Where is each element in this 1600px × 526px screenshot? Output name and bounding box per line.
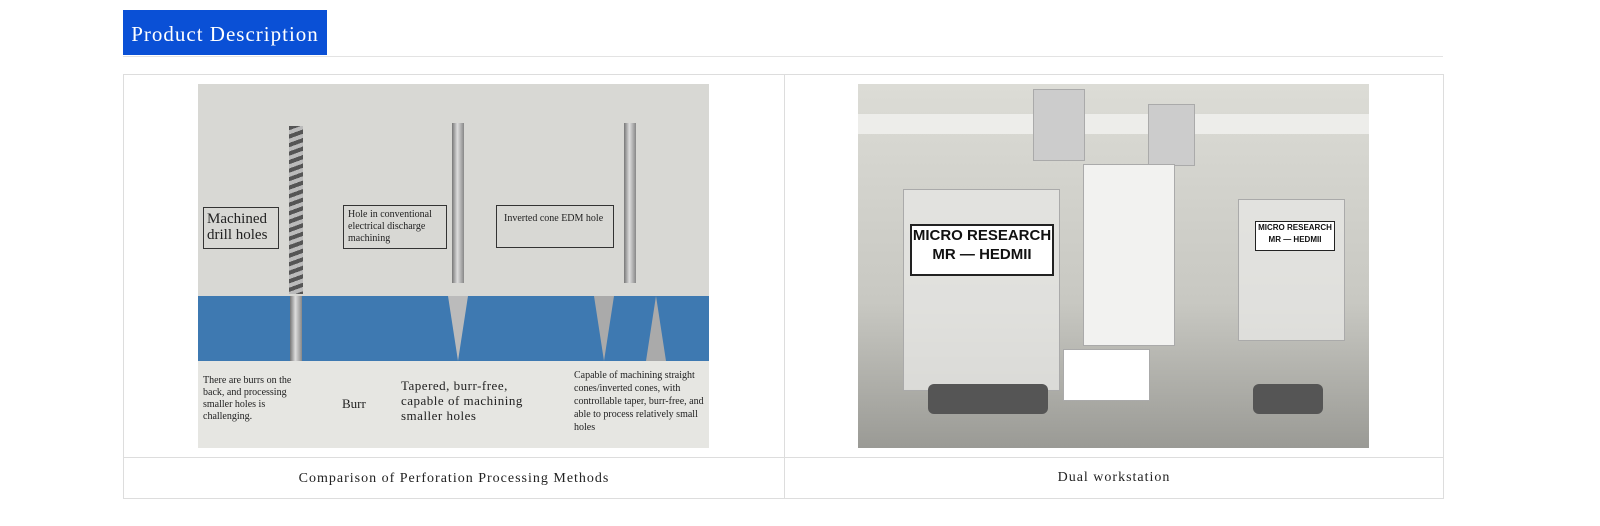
caption-perforation-comparison: Comparison of Perforation Processing Met… [298, 471, 610, 486]
note-capable: Capable of machining straight cones/inve… [574, 370, 704, 433]
section-title: Product Description [123, 10, 327, 55]
label-inverted-cone: Inverted cone EDM hole [496, 205, 614, 248]
label-machined-drill-holes: Machined drill holes [203, 207, 279, 249]
divider [123, 56, 1443, 57]
row-divider [124, 457, 1443, 458]
note-burrs: There are burrs on the back, and process… [203, 375, 292, 422]
label-conventional-edm: Hole in conventional electrical discharg… [343, 205, 447, 249]
note-tapered: Tapered, burr-free, capable of machining… [401, 378, 523, 423]
column-divider [784, 75, 785, 498]
perforation-comparison-diagram: Machined drill holes Hole in conventiona… [198, 84, 709, 448]
caption-dual-workstation: Dual workstation [1057, 470, 1171, 485]
drill-bit [289, 126, 303, 294]
label-burr: Burr [342, 396, 366, 411]
image-table: Machined drill holes Hole in conventiona… [123, 74, 1444, 499]
